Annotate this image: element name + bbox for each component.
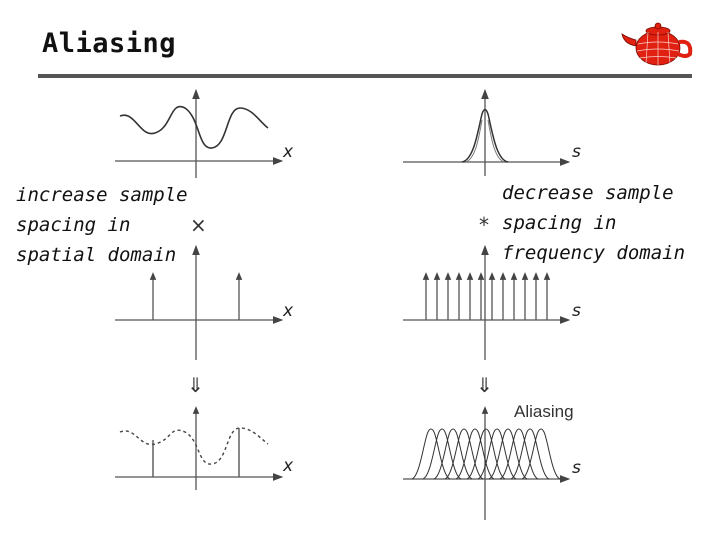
spatial-sampled-plot — [115, 406, 284, 490]
convolve-operator: * — [479, 213, 489, 237]
aliasing-label: Aliasing — [514, 402, 574, 421]
axis-label-x-3: x — [282, 456, 294, 476]
spectrum-peak-inner — [465, 119, 505, 163]
right-caption-line-3: frequency domain — [502, 242, 686, 264]
left-caption-line-3: spatial domain — [16, 244, 177, 266]
right-caption: decrease sample spacing in frequency dom… — [502, 178, 685, 268]
left-caption-line-2: spacing in — [16, 214, 131, 236]
frequency-spectrum-plot — [403, 88, 571, 176]
signal-curve — [119, 105, 269, 149]
teapot-logo-icon — [621, 22, 693, 66]
multiply-operator: × — [190, 213, 207, 237]
spectrum-peak — [461, 108, 509, 163]
slide-title: Aliasing — [42, 28, 177, 59]
left-caption-line-1: increase sample — [16, 184, 188, 206]
right-caption-line-1: decrease sample — [502, 182, 674, 204]
down-arrow-right-icon: ⇓ — [476, 373, 493, 397]
axis-label-x-1: x — [282, 142, 294, 162]
down-arrow-left-icon: ⇓ — [187, 373, 204, 397]
spatial-sampling-comb — [115, 244, 284, 360]
frequency-sampling-comb — [403, 244, 571, 360]
aliased-spectrum-plot — [403, 406, 571, 520]
right-caption-line-2: spacing in — [502, 212, 617, 234]
axis-label-x-2: x — [282, 301, 294, 321]
reconstructed-curve — [119, 427, 269, 465]
axis-label-s-3: s — [572, 458, 581, 478]
axis-label-s-1: s — [572, 142, 581, 162]
title-rule — [38, 74, 692, 78]
overlapping-peaks — [411, 428, 561, 480]
spatial-signal-plot — [115, 88, 284, 178]
left-caption: increase sample spacing in spatial domai… — [16, 180, 188, 270]
axis-label-s-2: s — [572, 301, 581, 321]
